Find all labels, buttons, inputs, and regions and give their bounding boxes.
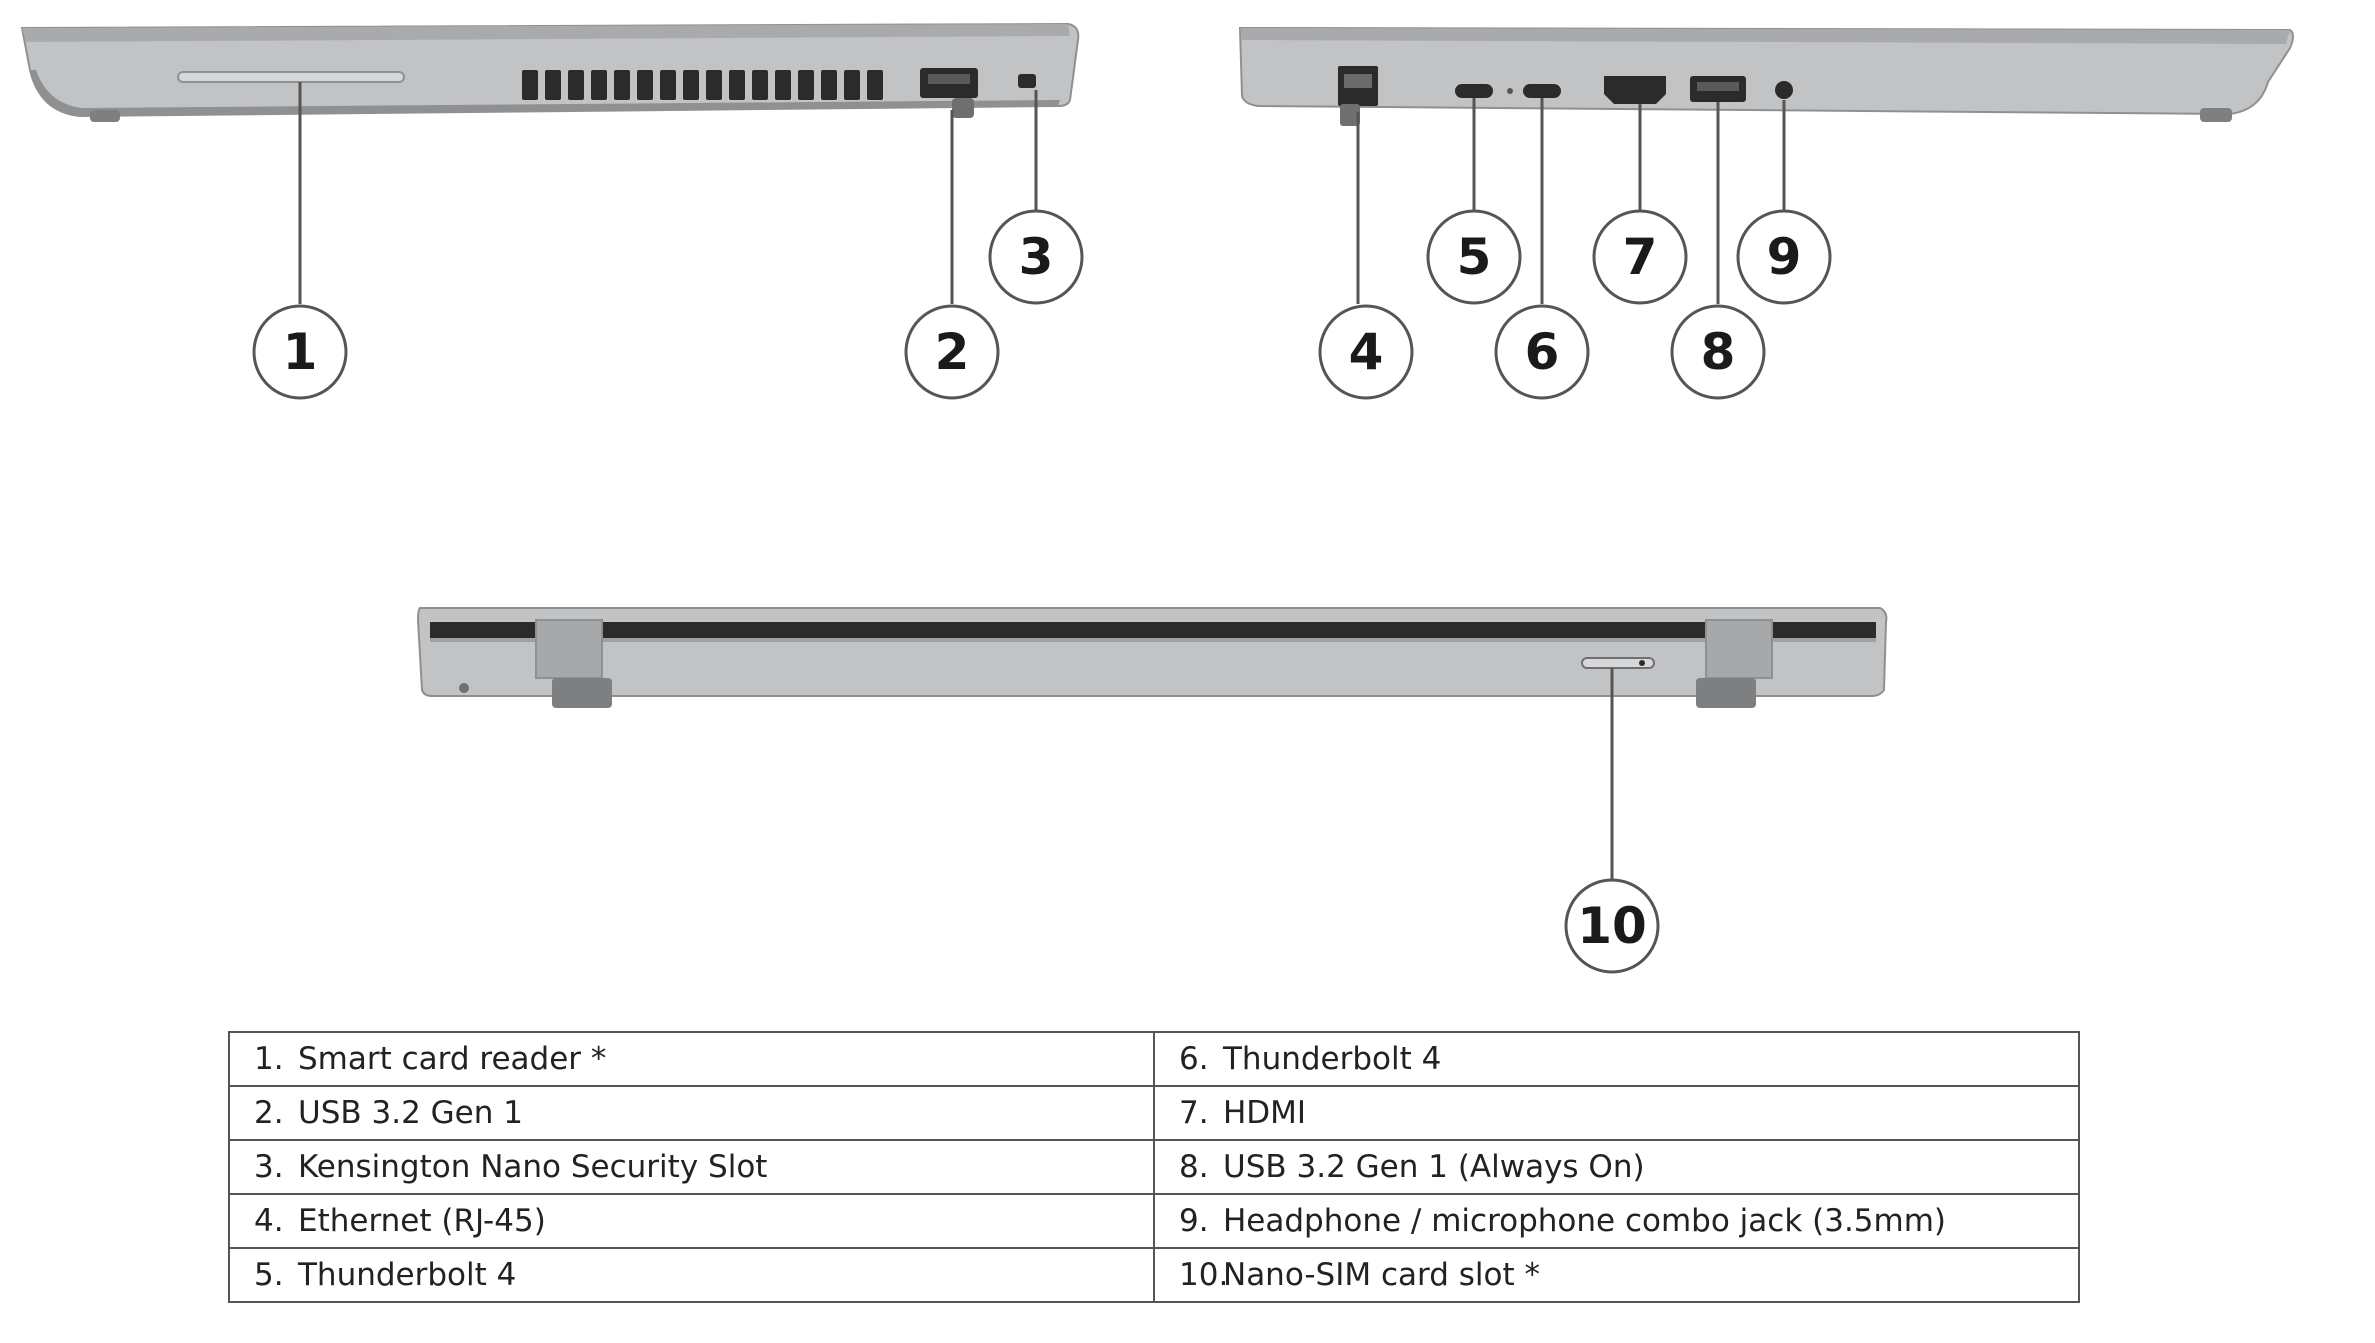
port-number: 9.: [1179, 1203, 1209, 1239]
callout-4: 4: [1318, 304, 1414, 400]
port-number: 4.: [254, 1203, 284, 1239]
table-row: 1. Smart card reader * 6. Thunderbolt 4: [228, 1031, 2080, 1087]
port-label: Kensington Nano Security Slot: [298, 1149, 768, 1185]
table-row: 5. Thunderbolt 4 10.Nano-SIM card slot *: [228, 1247, 2080, 1303]
port-number: 7.: [1179, 1095, 1209, 1131]
callout-6: 6: [1494, 304, 1590, 400]
back-view: [416, 607, 1888, 708]
callout-label: 4: [1349, 323, 1384, 381]
callout-9: 9: [1736, 209, 1832, 305]
table-row: 4. Ethernet (RJ-45) 9. Headphone / microph…: [228, 1193, 2080, 1249]
port-label: Thunderbolt 4: [298, 1257, 517, 1293]
callout-7: 7: [1592, 209, 1688, 305]
callout-label: 8: [1701, 323, 1736, 381]
port-number: 2.: [254, 1095, 284, 1131]
callout-8: 8: [1670, 304, 1766, 400]
port-number: 5.: [254, 1257, 284, 1293]
table-cell: 6. Thunderbolt 4: [1153, 1031, 2080, 1087]
callout-10: 10: [1564, 878, 1660, 974]
hdmi-port: [1604, 76, 1666, 104]
callout-1: 1: [252, 304, 348, 400]
table-cell: 7. HDMI: [1153, 1085, 2080, 1141]
callout-label: 5: [1457, 228, 1492, 286]
callout-label: 10: [1577, 897, 1647, 955]
callout-label: 6: [1525, 323, 1560, 381]
callout-2: 2: [904, 304, 1000, 400]
port-label: USB 3.2 Gen 1: [298, 1095, 523, 1131]
callout-label: 7: [1623, 228, 1658, 286]
port-number: 8.: [1179, 1149, 1209, 1185]
callout-5: 5: [1426, 209, 1522, 305]
callout-label: 2: [935, 323, 970, 381]
port-label: HDMI: [1223, 1095, 1307, 1131]
nano-sim-slot: [1581, 657, 1655, 669]
port-number: 6.: [1179, 1041, 1209, 1077]
port-number: 1.: [254, 1041, 284, 1077]
port-label: Smart card reader *: [298, 1041, 607, 1077]
port-label: USB 3.2 Gen 1 (Always On): [1223, 1149, 1645, 1185]
table-row: 3. Kensington Nano Security Slot 8. USB 3.…: [228, 1139, 2080, 1195]
port-label: Ethernet (RJ-45): [298, 1203, 546, 1239]
thunderbolt-port-1: [1455, 84, 1493, 98]
ports-legend-table: 1. Smart card reader * 6. Thunderbolt 4 2.…: [228, 1031, 2080, 1303]
table-cell: 8. USB 3.2 Gen 1 (Always On): [1153, 1139, 2080, 1195]
smart-card-slot: [177, 71, 405, 83]
leader-lines: [298, 82, 1786, 880]
callout-label: 3: [1019, 228, 1054, 286]
callout-label: 9: [1767, 228, 1802, 286]
audio-jack: [1775, 81, 1793, 99]
port-number: 10.: [1179, 1257, 1229, 1293]
security-slot: [1018, 74, 1036, 88]
port-label: Nano-SIM card slot *: [1223, 1257, 1540, 1293]
left-side-view: [20, 22, 1080, 122]
table-cell: 2. USB 3.2 Gen 1: [228, 1085, 1155, 1141]
laptop-ports-diagram: 1 2 3 4 5 6 7 8 9 10: [20, 22, 2294, 974]
table-cell: 5. Thunderbolt 4: [228, 1247, 1155, 1303]
port-label: Headphone / microphone combo jack (3.5mm…: [1223, 1203, 1947, 1239]
vent-grille: [522, 70, 883, 100]
callout-label: 1: [283, 323, 318, 381]
callout-3: 3: [988, 209, 1084, 305]
table-cell: 3. Kensington Nano Security Slot: [228, 1139, 1155, 1195]
table-row: 2. USB 3.2 Gen 1 7. HDMI: [228, 1085, 2080, 1141]
port-label: Thunderbolt 4: [1223, 1041, 1442, 1077]
table-cell: 9. Headphone / microphone combo jack (3.5…: [1153, 1193, 2080, 1249]
port-number: 3.: [254, 1149, 284, 1185]
table-cell: 10.Nano-SIM card slot *: [1153, 1247, 2080, 1303]
table-cell: 4. Ethernet (RJ-45): [228, 1193, 1155, 1249]
right-side-view: [1238, 26, 2294, 126]
thunderbolt-port-2: [1523, 84, 1561, 98]
table-cell: 1. Smart card reader *: [228, 1031, 1155, 1087]
